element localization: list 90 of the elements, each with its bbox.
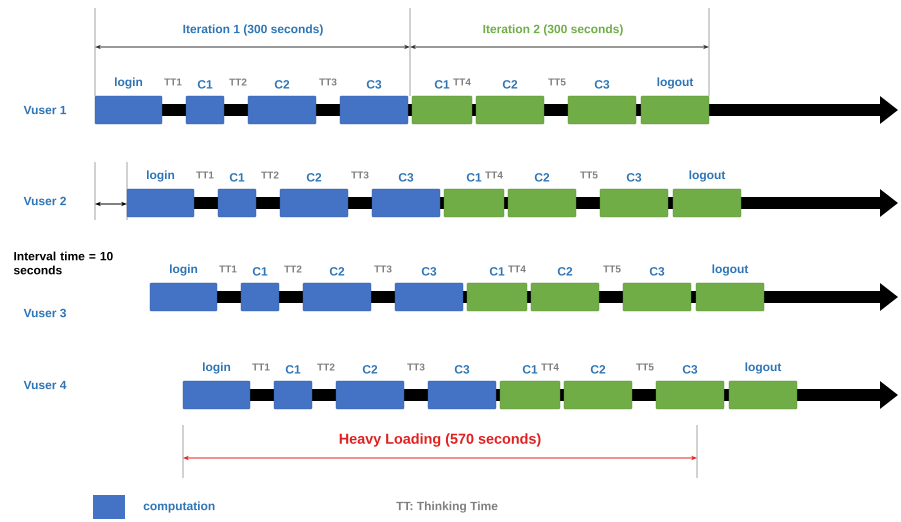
computation-block: C1	[218, 173, 256, 218]
computation-block: C1	[240, 267, 280, 312]
node-label: C3	[650, 267, 664, 276]
computation-block: C3	[568, 80, 636, 124]
note-text: TT: Thinking Time	[396, 501, 498, 513]
node-label: C2	[362, 365, 378, 374]
node-label: C3	[682, 365, 698, 374]
computation-block: C2	[508, 173, 576, 218]
computation-block: C2	[336, 365, 404, 410]
node-label: C2	[502, 80, 518, 89]
computation-block: C3	[600, 173, 668, 218]
node-label: logout	[746, 362, 782, 374]
computation-block: logout	[672, 170, 742, 218]
node-label: C1	[466, 173, 482, 182]
time-label: TT4	[453, 78, 471, 86]
node-label: C3	[626, 173, 642, 182]
computation-block: C1	[274, 365, 312, 410]
computation-block: logout	[696, 264, 764, 312]
node-label: login	[115, 77, 142, 89]
dimension-label: Iteration 1 (300 seconds)	[183, 24, 323, 36]
node-label: login	[203, 362, 230, 374]
time-label: TT3	[319, 78, 337, 86]
computation-block: C3	[372, 173, 440, 218]
node-label: C3	[366, 80, 382, 89]
row-label: Vuser 4	[24, 380, 66, 390]
computation-block: C2	[530, 267, 600, 312]
node-label: C1	[230, 173, 244, 182]
time-label: TT4	[508, 266, 526, 272]
node-label: C3	[422, 267, 436, 276]
row-label: Vuser 3	[24, 308, 66, 318]
computation-block: C3	[656, 365, 724, 410]
time-label: TT5	[603, 266, 621, 272]
time-label: TT2	[229, 78, 246, 86]
time-label: TT4	[485, 172, 503, 178]
computation-block: C2	[280, 173, 348, 218]
node-label: C2	[274, 80, 290, 89]
time-label: TT1	[219, 266, 237, 272]
node-label: C3	[594, 80, 610, 89]
time-label: TT2	[317, 364, 334, 370]
row-label: Vuser 2	[24, 196, 66, 206]
node-label: C2	[306, 173, 322, 182]
time-label: TT5	[636, 364, 654, 370]
node-label: C1	[252, 267, 268, 276]
time-label: TT5	[548, 78, 566, 86]
dimension-label: Iteration 2 (300 seconds)	[483, 24, 623, 36]
dimension-label: Interval time = 10 seconds	[14, 252, 113, 274]
computation-block: login	[182, 362, 250, 410]
node-label: C1	[522, 365, 538, 374]
node-label: C1	[490, 267, 504, 276]
node-label: login	[147, 170, 174, 182]
node-label: C2	[590, 365, 606, 374]
computation-block: C3	[394, 267, 464, 312]
node-label: C2	[534, 173, 550, 182]
computation-block: login	[150, 264, 218, 312]
legend-label: computation	[144, 501, 214, 513]
node-label: C1	[434, 80, 450, 89]
computation-block: C3	[428, 365, 496, 410]
time-label: TT1	[164, 78, 182, 86]
time-label: TT4	[541, 364, 559, 370]
computation-block: C2	[476, 80, 544, 124]
time-label: TT2	[284, 266, 302, 272]
time-label: TT5	[580, 172, 598, 178]
node-label: C1	[286, 365, 300, 374]
node-label: C2	[330, 267, 344, 276]
computation-block: logout	[728, 362, 798, 410]
node-label: C3	[454, 365, 470, 374]
computation-block: C2	[564, 365, 632, 410]
computation-block: C1	[186, 80, 224, 124]
time-label: TT1	[196, 172, 214, 178]
dimension-label: Heavy Loading (570 seconds)	[340, 433, 540, 447]
time-label: TT3	[351, 171, 369, 179]
time-label: TT3	[407, 363, 425, 371]
computation-block: C3	[622, 267, 692, 312]
node-label: logout	[712, 264, 748, 276]
computation-block: logout	[640, 77, 710, 124]
time-label: TT2	[261, 172, 278, 178]
time-label: TT1	[252, 364, 270, 370]
node-label: login	[170, 264, 198, 276]
node-label: logout	[690, 170, 726, 182]
node-label: C3	[398, 173, 414, 182]
node-label: C2	[558, 267, 572, 276]
row-label: Vuser 1	[24, 106, 66, 114]
node-label: logout	[658, 77, 694, 89]
computation-block: C2	[302, 267, 372, 312]
time-label: TT3	[374, 265, 392, 273]
node-label: C1	[198, 80, 212, 89]
computation-block: login	[94, 77, 162, 124]
computation-block: login	[126, 170, 194, 218]
computation-block: C3	[340, 80, 408, 124]
computation-block: C2	[248, 80, 316, 124]
